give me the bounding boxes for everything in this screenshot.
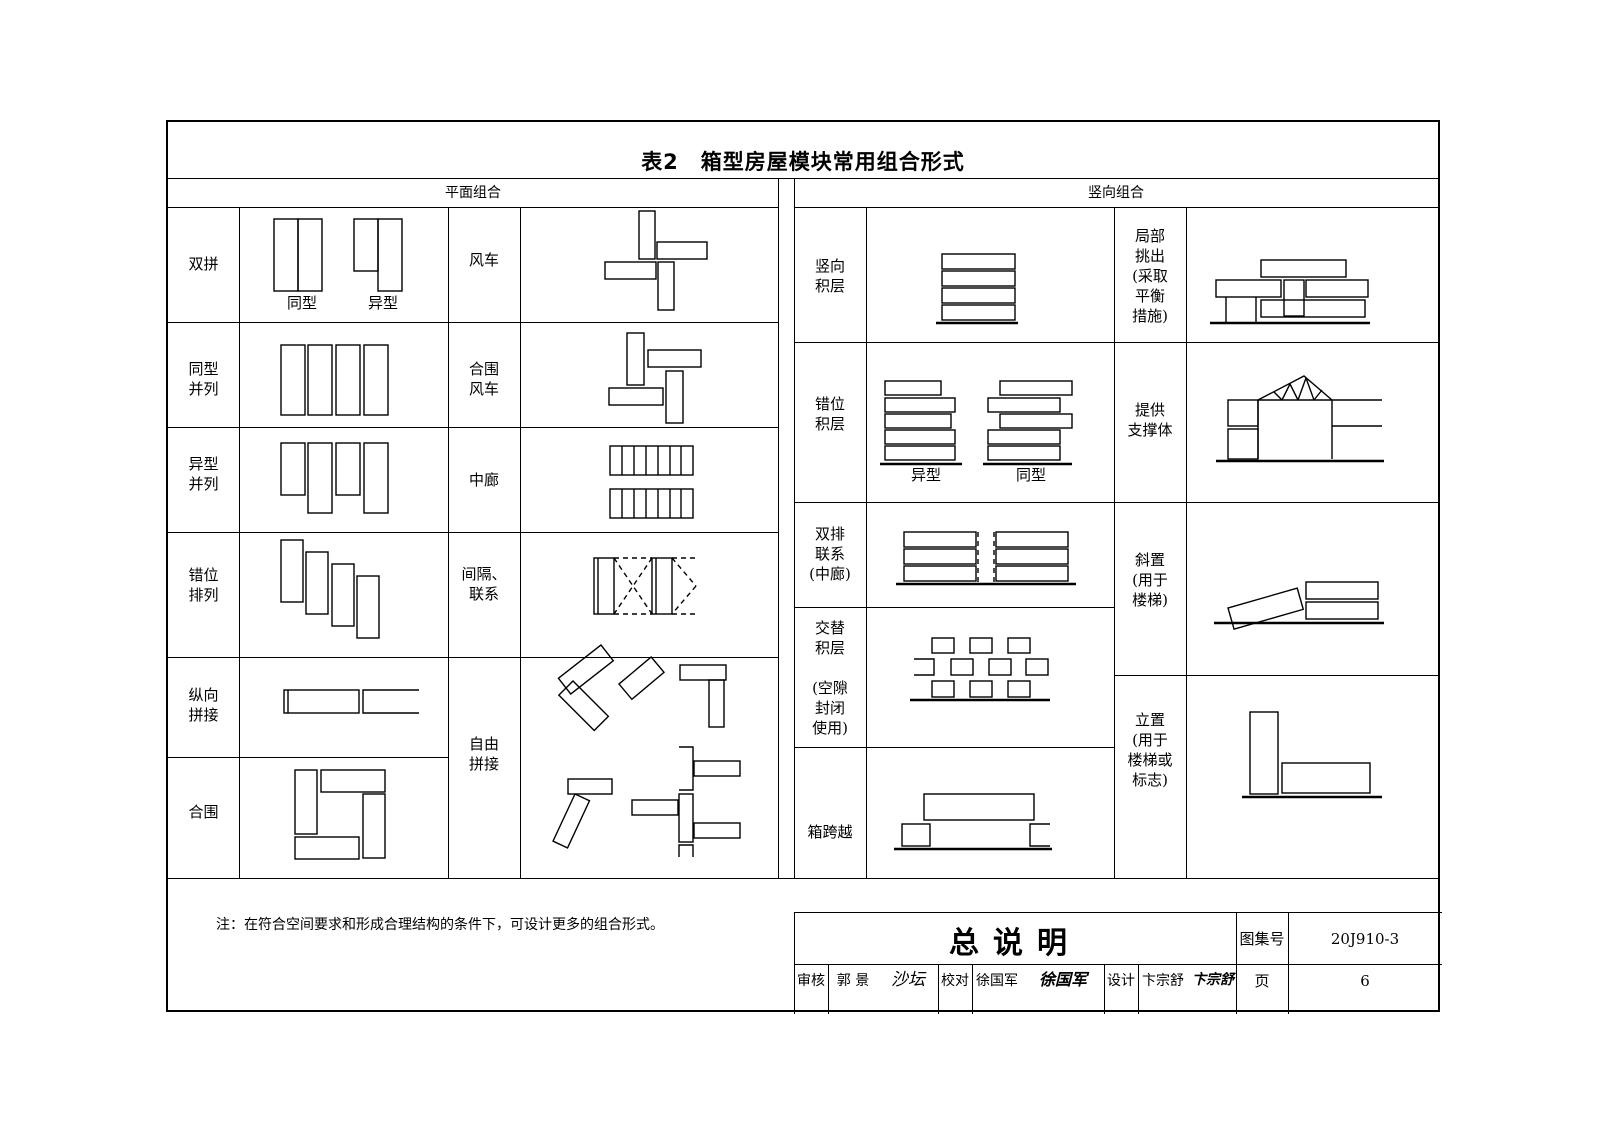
label-xiezhi: 斜置 (用于 楼梯) [1132,551,1168,609]
plan-row-line-2 [168,427,778,428]
design-label: 设计 [1107,973,1135,989]
figure-shuangpai-lianxi [896,531,1076,586]
label-fengche: 风车 [468,251,499,269]
label-jiaoti-jiceng: 交替 积层 (空隙 封闭 使用) [812,619,848,737]
label-yixing-binglie: 异型 并列 [188,455,219,493]
figure-zhonglang [609,445,694,519]
figure-jiange-lianxi [593,557,697,615]
check-name: 徐国军 [976,973,1018,989]
table-title: 表2 箱型房屋模块常用组合形式 [641,150,965,174]
figure-cuowei-pailie [280,539,380,639]
plan-col-line-2 [448,207,449,878]
plan-col-line-1 [239,207,240,878]
label-shuangpai-lianxi: 双排 联系 (中廊) [809,525,851,583]
vert-left-row-2 [794,502,1114,503]
figure-xiezhi [1214,581,1384,631]
label-shuxiang-jiceng: 竖向 积层 [814,257,845,295]
sublabel-diff: 异型 [368,294,398,312]
figure-jiaoti-jiceng [910,637,1050,702]
section-split-right [794,178,795,878]
sig-sep-5 [1138,964,1139,1014]
figure-ziyou-pinjie [552,644,741,857]
label-zongxiang-pinjie: 纵向 拼接 [188,686,219,724]
vert-col-line-3 [1186,207,1187,878]
sig-sep-3 [972,964,973,1014]
figure-tongxing-binglie [280,344,389,416]
title-divider [168,178,1438,179]
figure-xiang-kuayue [894,793,1052,851]
review-label: 审核 [797,973,825,989]
note-text: 注：在符合空间要求和形成合理结构的条件下，可设计更多的组合形式。 [216,917,664,933]
sublabel-vert-same: 同型 [1016,466,1046,484]
vertical-section-header: 竖向组合 [1088,185,1144,201]
vert-right-row-2 [1114,502,1438,503]
titleblock-left [794,912,795,1014]
figure-tigong-zhicheng [1216,375,1384,463]
label-cuowei-jiceng: 错位 积层 [814,395,845,433]
titleblock-col-value [1288,912,1289,1014]
label-lizhi: 立置 (用于 楼梯或 标志) [1127,711,1173,789]
page-number: 6 [1360,972,1370,990]
design-name: 卞宗舒 [1142,973,1184,989]
figure-yixing-binglie [280,442,389,514]
page-label: 页 [1254,972,1270,990]
figure-jubu-tiaochu [1210,259,1370,325]
vert-right-row-1 [1114,342,1438,343]
vert-col-line-1 [866,207,867,878]
figure-hewei [294,769,386,860]
review-name: 郭 景 [836,973,870,989]
vert-left-row-4 [794,747,1114,748]
figure-shuxiang-jiceng [936,253,1018,325]
plan-row-line-3 [168,532,778,533]
drawing-frame: 表2 箱型房屋模块常用组合形式 平面组合 竖向组合 双拼 同型 并列 异型 并列… [166,120,1442,1014]
label-jubu-tiaochu: 局部 挑出 (采取 平衡 措施) [1132,227,1168,325]
vert-left-row-3 [794,607,1114,608]
sig-sep-4 [1104,964,1105,1014]
label-tongxing-binglie: 同型 并列 [188,360,219,398]
review-signature: 沙坛 [891,970,925,990]
vertical-header-divider [794,207,1438,208]
sublabel-vert-diff: 异型 [911,466,941,484]
figure-hewei-fengche [608,332,702,424]
atlas-label: 图集号 [1239,930,1285,948]
figure-zongxiang-pinjie [283,689,419,714]
figure-cuowei-jiceng: 异型 同型 [880,380,1073,484]
check-signature: 徐国军 [1038,970,1087,989]
label-zhonglang: 中廊 [468,471,499,489]
table-bottom-line [168,878,1438,879]
design-signature: 卞宗舒 [1192,972,1234,988]
titleblock-col-label [1236,912,1237,1014]
vert-col-line-2 [1114,207,1115,878]
figure-shuangpin: 同型 异型 [273,218,403,312]
check-label: 校对 [941,973,969,989]
plan-row-line-1 [168,322,778,323]
label-hewei: 合围 [188,803,219,821]
label-ziyou-pinjie: 自由 拼接 [468,735,499,773]
label-jiange-lianxi: 间隔、 联系 [461,565,507,603]
section-split-left [778,178,779,878]
figure-fengche [604,210,708,311]
plan-header-divider [168,207,778,208]
label-cuowei-pailie: 错位 排列 [188,566,219,604]
plan-row-line-5 [168,757,448,758]
sublabel-same: 同型 [287,294,317,312]
titleblock-top [794,912,1442,913]
atlas-number: 20J910-3 [1330,930,1400,948]
plan-row-line-4 [168,657,778,658]
sig-sep-2 [938,964,939,1014]
plan-col-line-3 [520,207,521,878]
vert-right-row-3 [1114,675,1438,676]
sig-sep-1 [828,964,829,1014]
drawing-title: 总说明 [949,926,1081,961]
label-hewei-fengche: 合围 风车 [468,360,499,398]
label-xiang-kuayue: 箱跨越 [807,823,853,841]
titleblock-mid [794,964,1442,965]
plan-section-header: 平面组合 [445,185,501,201]
vert-left-row-1 [794,342,1114,343]
label-tigong-zhicheng: 提供 支撑体 [1127,401,1173,439]
figure-lizhi [1242,711,1382,799]
label-shuangpin: 双拼 [188,255,219,273]
